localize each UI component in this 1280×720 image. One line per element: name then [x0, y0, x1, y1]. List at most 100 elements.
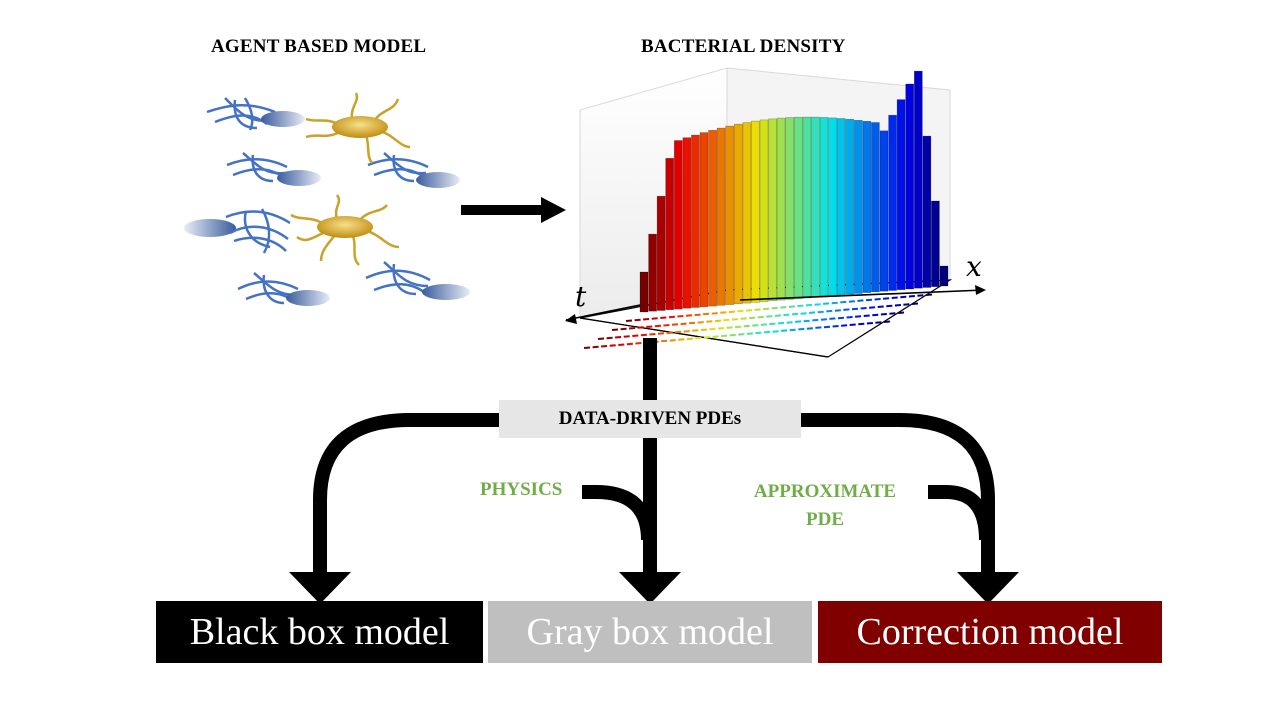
density-floor-mark — [791, 312, 799, 316]
density-bar — [648, 233, 657, 312]
density-floor-mark — [883, 320, 891, 323]
density-floor-mark — [700, 328, 707, 332]
density-bar — [905, 83, 915, 290]
density-bar — [802, 116, 812, 299]
density-floor-mark — [643, 318, 650, 321]
density-bar — [716, 127, 726, 306]
density-floor-mark — [743, 324, 750, 328]
density-floor-mark — [763, 307, 770, 311]
density-floor-mark — [925, 293, 933, 296]
density-bar — [682, 137, 692, 309]
density-bar — [673, 140, 683, 310]
gray-box-model-label: Gray box model — [526, 611, 774, 653]
connector-right — [801, 413, 995, 572]
density-floor-mark — [680, 322, 687, 326]
density-floor-mark — [823, 302, 830, 305]
density-floor-mark — [897, 311, 905, 314]
density-floor-mark — [634, 318, 641, 322]
density-floor-mark — [771, 306, 778, 310]
density-bar — [896, 99, 906, 291]
data-driven-pdes-label: DATA-DRIVEN PDEs — [558, 408, 742, 429]
gray-box-model: Gray box model — [488, 601, 812, 663]
density-floor-mark — [629, 327, 636, 330]
density-floor-mark — [745, 309, 753, 312]
density-floor-mark — [798, 327, 805, 331]
density-floor-mark — [917, 294, 924, 297]
density-floor-mark — [786, 321, 793, 324]
density-floor-mark — [754, 308, 761, 311]
density-floor-mark — [843, 308, 850, 311]
density-floor-mark — [829, 317, 836, 320]
density-floor-mark — [891, 296, 898, 299]
density-bars — [583, 70, 949, 349]
density-floor-mark — [668, 315, 675, 319]
density-floor-mark — [706, 320, 713, 323]
density-floor-mark — [663, 324, 670, 327]
arrowhead-right — [957, 572, 1019, 604]
density-floor-mark — [749, 316, 756, 320]
agent-based-model-heading: AGENT BASED MODEL — [211, 36, 427, 57]
density-floor-mark — [883, 297, 890, 300]
density-floor-mark — [817, 310, 824, 314]
density-floor-mark — [886, 304, 893, 308]
density-bar — [828, 117, 837, 297]
density-floor-mark — [677, 315, 684, 318]
density-floor-mark — [640, 333, 647, 337]
density-floor-mark — [763, 330, 771, 334]
density-floor-mark — [834, 309, 841, 312]
density-bar — [845, 119, 855, 295]
density-bar — [871, 122, 880, 293]
density-floor-mark — [900, 295, 907, 299]
density-floor-mark — [815, 326, 822, 329]
density-floor-mark — [826, 309, 833, 313]
density-floor-mark — [769, 322, 776, 326]
density-floor-mark — [723, 318, 730, 322]
density-floor-mark — [869, 306, 876, 309]
density-floor-mark — [657, 332, 665, 335]
density-floor-mark — [714, 319, 721, 323]
density-floor-mark — [620, 327, 627, 331]
density-floor-mark — [780, 306, 787, 309]
density-floor-mark — [731, 318, 739, 321]
density-floor-mark — [597, 337, 605, 340]
blue-bacterium — [206, 97, 305, 131]
density-floor-mark — [783, 313, 790, 317]
density-floor-mark — [709, 327, 716, 331]
correction-model: Correction model — [818, 601, 1162, 663]
density-floor-mark — [781, 329, 788, 332]
density-floor-mark — [618, 343, 625, 346]
density-floor-mark — [651, 317, 658, 320]
density-bar — [811, 116, 820, 298]
density-floor-mark — [661, 339, 668, 343]
density-floor-mark — [683, 330, 690, 333]
blue-bacterium — [237, 272, 330, 306]
density-floor-mark — [880, 313, 887, 316]
connector-physics — [582, 485, 655, 541]
arrowhead-center — [619, 572, 681, 604]
density-floor-mark — [814, 303, 821, 306]
density-bar — [888, 114, 897, 291]
physics-label: PHYSICS — [480, 479, 563, 500]
density-floor-mark — [875, 321, 882, 324]
density-bar — [939, 265, 949, 287]
density-floor-mark — [846, 316, 853, 319]
density-floor-mark — [678, 338, 685, 341]
density-floor-mark — [694, 313, 701, 317]
density-bar — [836, 118, 846, 296]
density-floor-mark — [746, 332, 753, 335]
density-floor-mark — [823, 325, 831, 329]
density-floor-mark — [615, 336, 622, 339]
density-bar — [913, 70, 923, 289]
density-bar — [733, 123, 743, 305]
density-floor-mark — [760, 323, 767, 326]
density-floor-mark — [721, 334, 728, 338]
density-floor-mark — [805, 303, 813, 307]
data-driven-pdes-box: DATA-DRIVEN PDEs — [499, 400, 801, 438]
density-floor-mark — [703, 336, 711, 339]
density-floor-mark — [865, 298, 873, 302]
density-floor-mark — [692, 329, 699, 332]
density-floor-mark — [809, 311, 816, 314]
density-bar — [922, 135, 932, 288]
density-floor-mark — [806, 327, 813, 330]
